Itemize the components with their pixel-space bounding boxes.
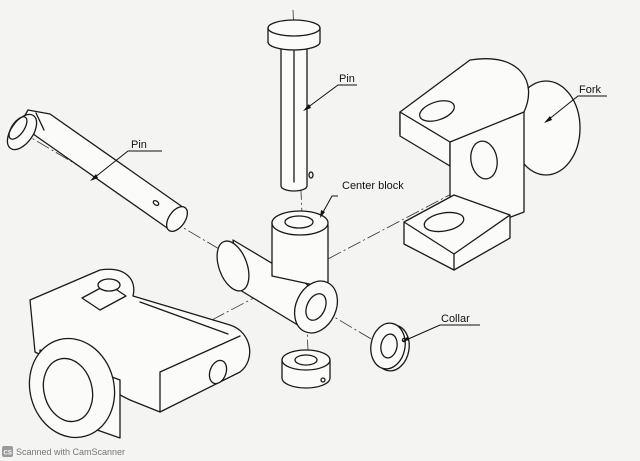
camscanner-logo-icon [2,446,13,457]
camscanner-badge-text: CS [4,451,12,457]
fork-label: Fork [579,84,602,96]
pin-left [6,109,189,233]
center-block [216,210,339,334]
fork [399,58,581,271]
collar-middle [281,349,331,389]
pin-left-label: Pin [131,139,147,151]
scanner-footer-text: Scanned with CamScanner [16,447,125,457]
pin-top [267,19,321,192]
collar-label: Collar [441,313,470,325]
collar-right [370,322,410,372]
eye-end [28,268,251,439]
pin-top-label: Pin [339,73,355,85]
leader-lines [90,84,607,342]
center-block-label: Center block [342,180,404,192]
scanner-watermark: CS Scanned with CamScanner [2,446,125,457]
